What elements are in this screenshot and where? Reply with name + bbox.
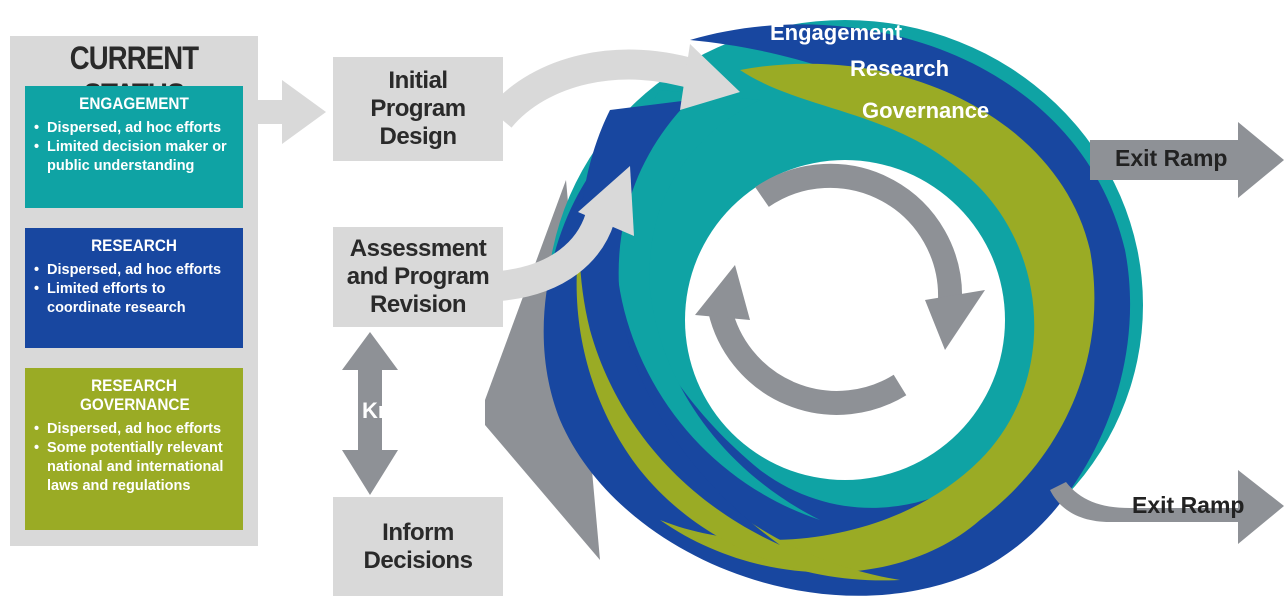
research-heading: RESEARCH	[91, 236, 177, 255]
inner-cycle-arrows	[695, 163, 985, 415]
bullet-item: Dispersed, ad hoc efforts	[33, 119, 235, 138]
status-card-governance: RESEARCH GOVERNANCE Dispersed, ad hoc ef…	[25, 368, 243, 530]
status-card-engagement: ENGAGEMENT Dispersed, ad hoc efforts Lim…	[25, 86, 243, 208]
assessment-revision-box: Assessment and Program Revision	[333, 227, 503, 327]
ring	[543, 20, 1143, 596]
engagement-heading: ENGAGEMENT	[79, 94, 189, 113]
ring-label-governance: Governance	[862, 98, 990, 123]
bullet-item: Dispersed, ad hoc efforts	[33, 261, 235, 280]
exit-ramp-top-arrow	[1090, 122, 1284, 198]
bullet-item: Limited decision maker or public underst…	[33, 138, 235, 176]
ring-label-research: Research	[850, 56, 950, 81]
status-card-research: RESEARCH Dispersed, ad hoc efforts Limit…	[25, 228, 243, 348]
research-bullets: Dispersed, ad hoc efforts Limited effort…	[33, 261, 235, 318]
status-to-initial-arrow	[258, 80, 326, 144]
assessment-revision-label: Assessment and Program Revision	[346, 235, 490, 318]
initial-program-design-box: Initial Program Design	[333, 57, 503, 161]
exit-ramp-top-label: Exit Ramp	[1115, 145, 1228, 171]
inform-decisions-label: Inform Decisions	[363, 518, 473, 574]
knowledge-label: Knowledge	[362, 398, 480, 423]
initial-to-ring-arrow	[488, 44, 740, 129]
engagement-bullets: Dispersed, ad hoc efforts Limited decisi…	[33, 119, 235, 176]
bullet-item: Dispersed, ad hoc efforts	[33, 420, 235, 439]
exit-ramp-bottom-arrow	[1050, 470, 1284, 544]
ring-label-engagement: Engagement	[770, 20, 903, 45]
governance-bullets: Dispersed, ad hoc efforts Some potential…	[33, 420, 235, 496]
assessment-to-ring-arrow	[498, 166, 634, 301]
exit-ramp-bottom-label: Exit Ramp	[1132, 492, 1245, 518]
initial-program-design-label: Initial Program Design	[370, 67, 466, 150]
bullet-item: Limited efforts to coordinate research	[33, 280, 235, 318]
bullet-item: Some potentially relevant national and i…	[33, 439, 235, 496]
inform-decisions-box: Inform Decisions	[333, 497, 503, 596]
governance-heading: RESEARCH GOVERNANCE	[80, 376, 190, 414]
knowledge-double-arrow	[342, 332, 398, 495]
